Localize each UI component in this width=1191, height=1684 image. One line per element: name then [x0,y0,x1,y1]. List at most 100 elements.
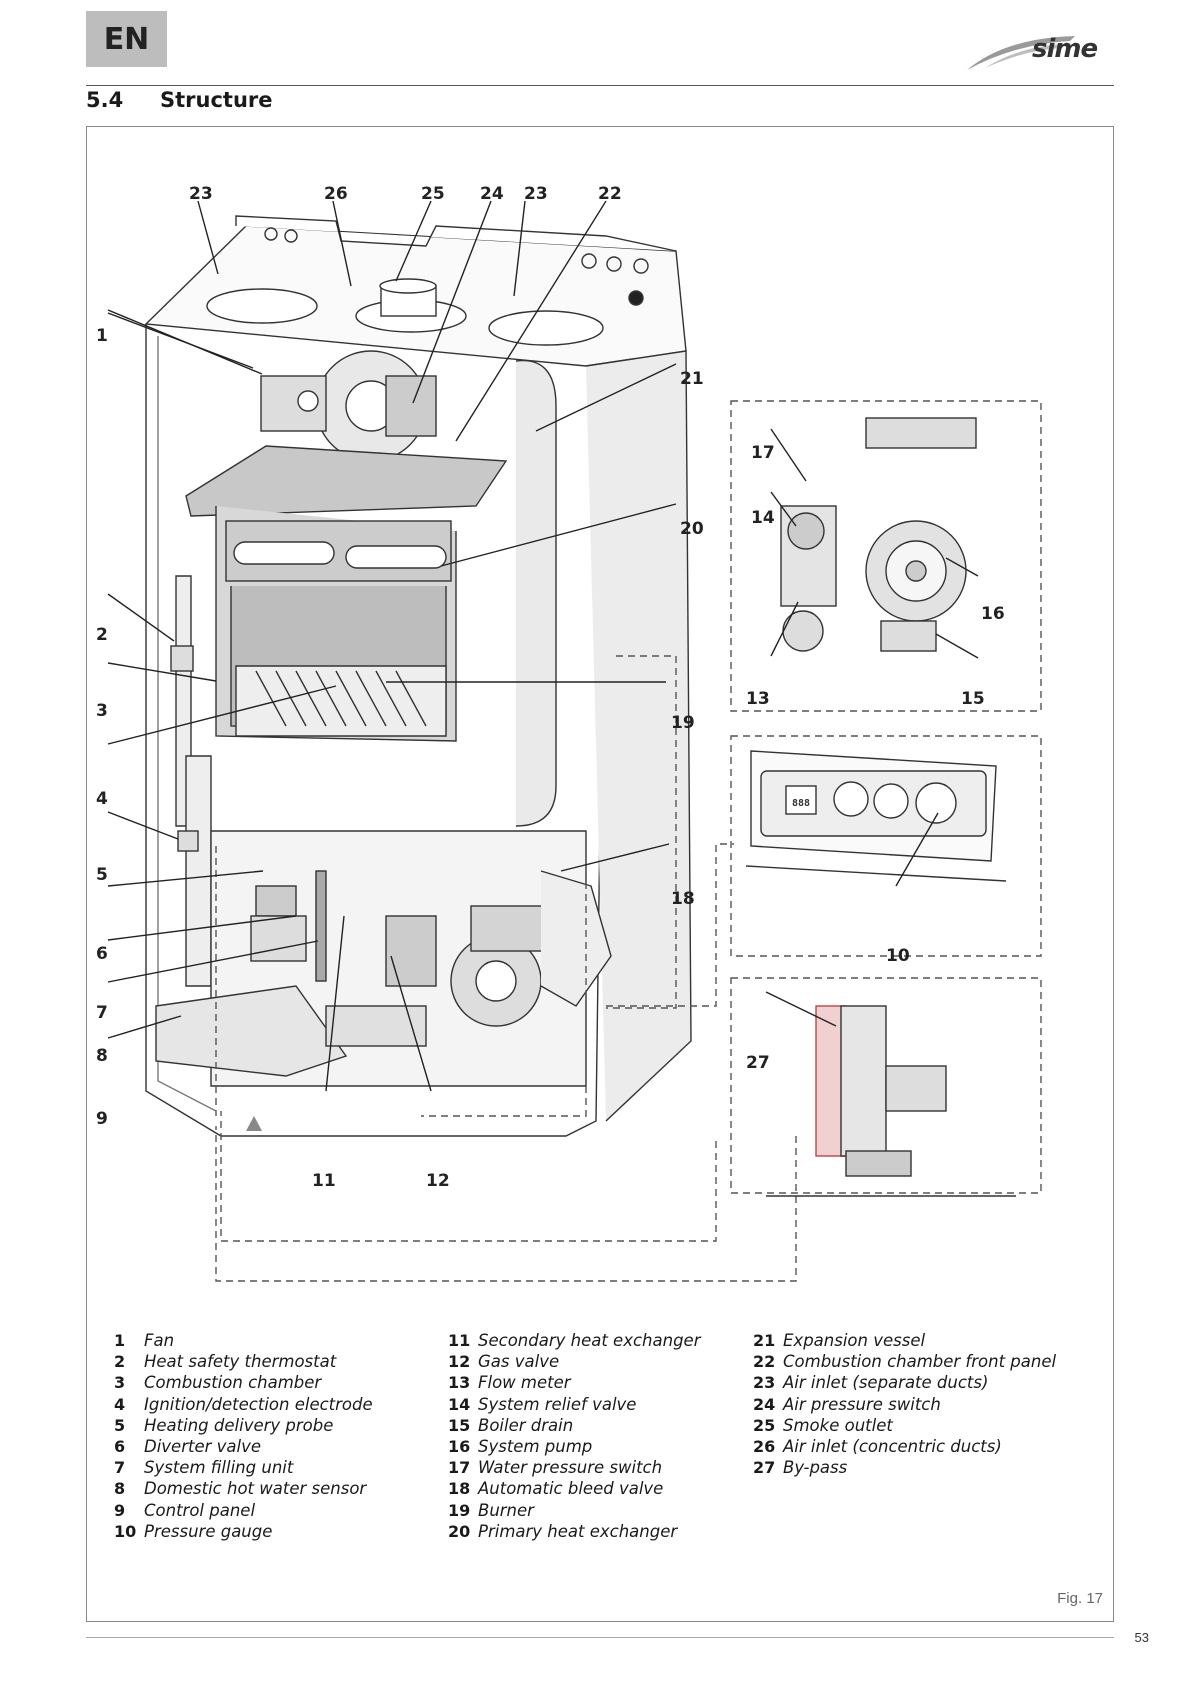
callout-16: 16 [981,604,1005,624]
legend-number: 25 [753,1415,776,1435]
callout-6: 6 [96,944,108,964]
callout-10: 10 [886,946,910,966]
legend-item: 2 Heat safety thermostat [114,1351,373,1372]
brand-logo-swoosh [967,36,1075,70]
page-number: 53 [1134,1630,1149,1645]
legend-text: Air inlet (concentric ducts) [783,1437,1002,1457]
callout-5: 5 [96,865,108,885]
legend-number: 7 [114,1458,126,1478]
legend-item: 27 By-pass [753,1457,1056,1478]
section-title: Structure [160,88,273,112]
legend-item: 18 Automatic bleed valve [448,1478,700,1499]
legend-text: Water pressure switch [478,1458,663,1478]
legend-number: 13 [448,1373,471,1393]
callout-11: 11 [312,1171,336,1191]
legend-item: 15 Boiler drain [448,1415,700,1436]
legend-text: Heat safety thermostat [144,1352,337,1372]
legend-number: 15 [448,1415,471,1435]
legend-number: 14 [448,1394,471,1414]
footer-rule [86,1637,1114,1638]
legend-text: Air pressure switch [783,1394,941,1414]
legend-text: Diverter valve [144,1437,262,1457]
legend-text: Smoke outlet [783,1415,893,1435]
legend-number: 18 [448,1479,471,1499]
legend-text: Control panel [144,1500,256,1520]
legend-number: 2 [114,1352,126,1372]
legend-number: 4 [114,1394,126,1414]
legend-text: Fan [144,1331,175,1350]
legend-number: 6 [114,1437,126,1457]
legend-number: 19 [448,1500,471,1520]
callout-24: 24 [480,184,504,204]
legend-number: 9 [114,1500,126,1520]
legend-number: 24 [753,1394,776,1414]
legend-item: 22 Combustion chamber front panel [753,1351,1056,1372]
legend-text: Boiler drain [478,1415,574,1435]
legend-text: Combustion chamber front panel [783,1352,1057,1372]
panel-display-digits: 888 [792,798,810,809]
legend-number: 26 [753,1437,776,1457]
callout-23-right: 23 [524,184,548,204]
legend-text: Air inlet (separate ducts) [783,1373,989,1393]
header-rule [86,85,1114,86]
callout-22: 22 [598,184,622,204]
legend-number: 11 [448,1331,471,1350]
legend-text: Heating delivery probe [144,1415,334,1435]
figure-frame [86,126,1114,1622]
legend-text: System filling unit [144,1458,294,1478]
legend-item: 9 Control panel [114,1500,373,1521]
callout-3: 3 [96,701,108,721]
legend-text: System relief valve [478,1394,637,1414]
boiler-structure-figure: 23 26 25 24 23 22 1 21 17 14 20 16 2 13 … [96,184,1042,1282]
legend-item: 19 Burner [448,1500,700,1521]
callout-27: 27 [746,1053,770,1073]
legend-item: 14 System relief valve [448,1394,700,1415]
brand-logo-text: sime [1032,34,1098,64]
legend-text: Secondary heat exchanger [478,1331,701,1350]
callout-1: 1 [96,326,108,346]
legend-text: System pump [478,1437,593,1457]
legend-item: 26 Air inlet (concentric ducts) [753,1436,1056,1457]
legend-text: Ignition/detection electrode [144,1394,373,1414]
legend-item: 6 Diverter valve [114,1436,373,1457]
legend-item: 5 Heating delivery probe [114,1415,373,1436]
legend-item: 16 System pump [448,1436,700,1457]
legend-item: 25 Smoke outlet [753,1415,1056,1436]
language-tab: EN [86,11,167,67]
legend-item: 7 System filling unit [114,1457,373,1478]
legend-number: 27 [753,1458,776,1478]
legend-text: Burner [478,1500,534,1520]
legend-number: 5 [114,1415,126,1435]
legend-number: 12 [448,1352,471,1372]
legend-number: 17 [448,1458,471,1478]
figure-label: Fig. 17 [1057,1590,1103,1607]
callout-8: 8 [96,1046,108,1066]
legend-number: 22 [753,1352,776,1372]
legend-item: 11 Secondary heat exchanger [448,1330,700,1351]
callout-21: 21 [680,369,704,389]
callout-17: 17 [751,443,775,463]
legend-text: Automatic bleed valve [478,1479,664,1499]
callout-4: 4 [96,789,108,809]
callout-25: 25 [421,184,445,204]
legend-text: By-pass [783,1458,848,1478]
legend-text: Expansion vessel [783,1331,926,1350]
legend-text: Flow meter [478,1373,571,1393]
legend-item: 13 Flow meter [448,1372,700,1393]
callout-13: 13 [746,689,770,709]
legend-number: 10 [114,1521,137,1541]
legend-item: 24 Air pressure switch [753,1394,1056,1415]
callout-18: 18 [671,889,695,909]
legend-number: 16 [448,1437,471,1457]
callout-23-left: 23 [189,184,213,204]
legend-number: 8 [114,1479,126,1499]
